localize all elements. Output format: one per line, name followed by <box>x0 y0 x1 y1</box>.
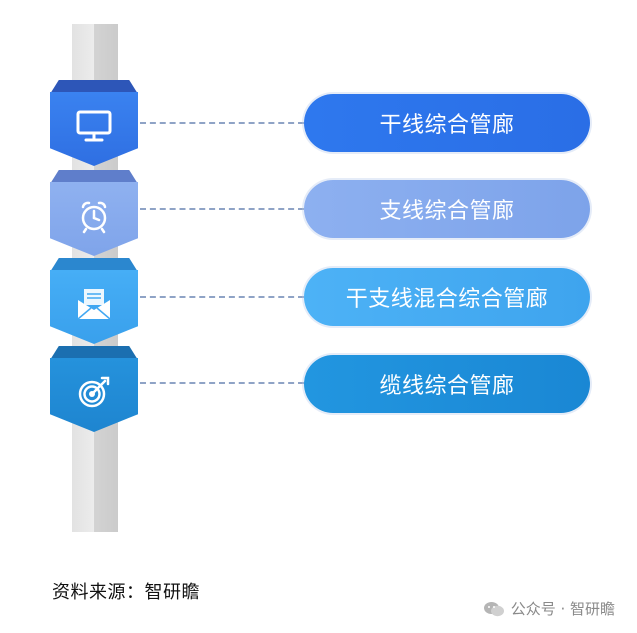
hex-block-top <box>50 346 138 360</box>
dashed-connector-4 <box>140 382 304 384</box>
hex-block-2 <box>50 170 138 256</box>
source-note: 资料来源：智研瞻 <box>52 582 200 603</box>
label-pill-3: 干支线混合综合管廊 <box>304 268 590 326</box>
alarm-clock-icon <box>81 201 107 234</box>
hex-block-4 <box>50 346 138 432</box>
hex-block-top <box>50 170 138 184</box>
target-icon <box>78 376 110 408</box>
hex-block-1 <box>50 80 138 166</box>
hex-block-face <box>50 92 138 166</box>
dashed-connector-2 <box>140 208 304 210</box>
envelope-icon <box>77 289 111 320</box>
label-pill-4: 缆线综合管廊 <box>304 355 590 413</box>
watermark-text: 公众号 · 智研瞻 <box>510 600 615 618</box>
dashed-connector-1 <box>140 122 304 124</box>
hex-block-top <box>50 258 138 272</box>
dashed-connector-3 <box>140 296 304 298</box>
hex-block-3 <box>50 258 138 344</box>
hex-block-top <box>50 80 138 94</box>
monitor-icon <box>76 110 112 142</box>
label-pill-2: 支线综合管廊 <box>304 180 590 238</box>
label-pill-1: 干线综合管廊 <box>304 94 590 152</box>
hex-block-face <box>50 270 138 344</box>
watermark: 公众号 · 智研瞻 <box>483 598 615 619</box>
wechat-icon <box>483 601 504 616</box>
